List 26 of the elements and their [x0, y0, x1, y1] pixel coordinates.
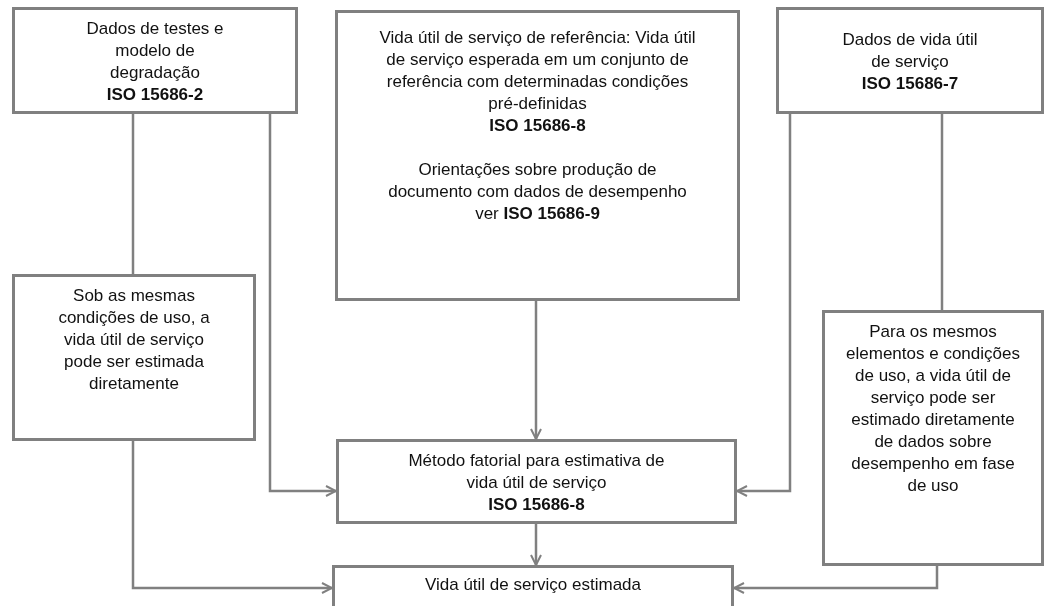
process-box [335, 10, 740, 301]
box-text: Vida útil de serviço estimada [424, 574, 642, 596]
box-text: Sob as mesmas condições de uso, a vida útil de serviço pode ser estimada diretamente [57, 285, 211, 395]
process-box [336, 439, 737, 524]
box-text: Dados de testes e modelo de degradação [85, 17, 225, 84]
arrow [268, 114, 337, 497]
connector-line [131, 114, 135, 274]
connector-line [940, 114, 944, 310]
standard-reference: ISO 15686-8 [489, 115, 586, 137]
process-box [12, 274, 256, 441]
arrow [736, 114, 792, 497]
standard-reference: ISO 15686-8 [488, 493, 585, 516]
arrow [131, 441, 333, 594]
process-box [776, 7, 1044, 114]
arrow [530, 301, 542, 440]
box-text: Dados de vida útil de serviço [841, 28, 979, 73]
process-box [12, 7, 298, 114]
process-box [822, 310, 1044, 566]
box-text: Para os mesmos elementos e condições de uso, a vida útil de serviço pode ser estimado diretamente de dados sobre desempenho em fase de uso [845, 321, 1021, 497]
arrow [530, 524, 542, 566]
standard-reference: ISO 15686-7 [861, 72, 959, 95]
box-text: Vida útil de serviço de referência: Vida útil de serviço esperada em um conjunto de referência com determinadas condições pré-definidas [378, 27, 697, 115]
box-text: Orientações sobre produção de documento com dados de desempenho ver ISO 15686-9 [387, 159, 688, 225]
box-text: Método fatorial para estimativa de vida útil de serviço [407, 449, 666, 494]
standard-reference: ISO 15686-2 [106, 83, 204, 106]
arrow [733, 566, 939, 594]
